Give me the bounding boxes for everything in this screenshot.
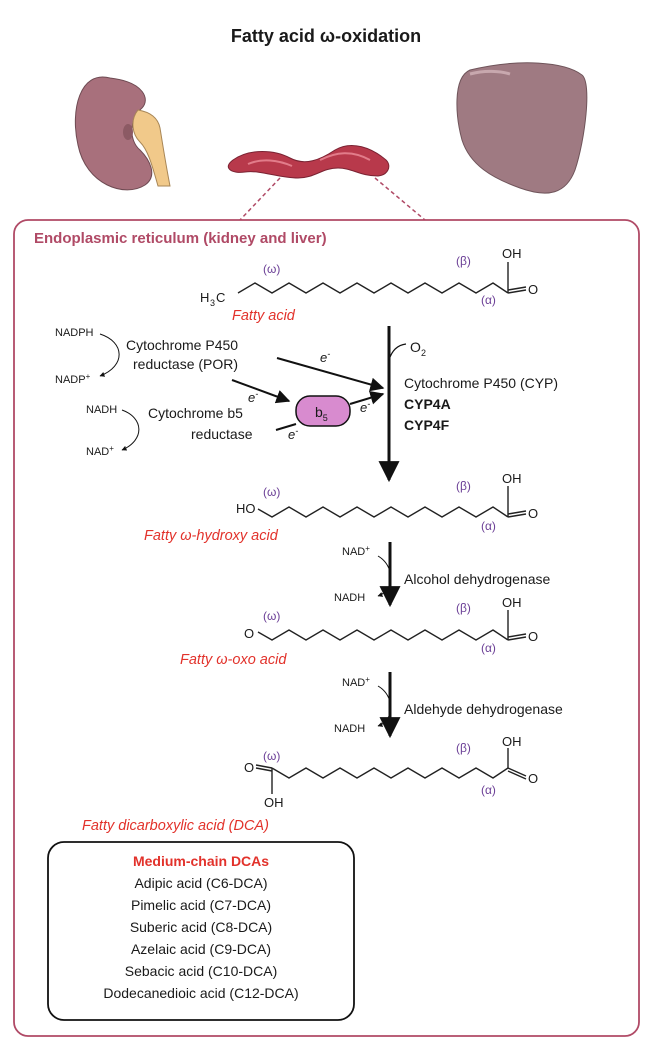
dca-o-left: O	[244, 760, 254, 775]
o-label: O	[528, 629, 538, 644]
dca-structure: O OH OH O (ω) (β) (α)	[244, 734, 538, 810]
beta-label: (β)	[456, 479, 471, 493]
beta-label: (β)	[456, 601, 471, 615]
alpha-label: (α)	[481, 641, 496, 655]
step1-nadh-out: NADH	[334, 592, 365, 604]
o2-o: O	[410, 339, 421, 355]
cytochrome-b5-node	[295, 395, 351, 427]
step2-nad-in: NAD+	[342, 675, 370, 689]
er-connector-right	[374, 177, 426, 221]
b5r-label-line2: reductase	[191, 426, 253, 442]
er-frame	[13, 219, 640, 1037]
medium-chain-title: Medium-chain DCAs	[133, 853, 269, 869]
step2-nadh-out: NADH	[334, 723, 365, 735]
medium-chain-box	[47, 841, 355, 1021]
b5r-label-line1: Cytochrome b5	[148, 405, 243, 421]
cyp4a-label: CYP4A	[404, 396, 451, 412]
electron-label-3: e-	[360, 399, 370, 415]
alcohol-dehydrogenase-label: Alcohol dehydrogenase	[404, 571, 551, 587]
omega-label: (ω)	[263, 262, 280, 276]
alpha-label: (α)	[481, 293, 496, 307]
step1-nad-in: NAD+	[342, 544, 370, 558]
por-label-line2: reductase (POR)	[133, 356, 238, 372]
h3c-c: C	[216, 290, 225, 305]
compound-name-oxo-acid: Fatty ω-oxo acid	[180, 652, 287, 668]
dca-list-item: Azelaic acid (C9-DCA)	[131, 941, 271, 957]
alpha-label: (α)	[481, 519, 496, 533]
kidney-icon	[74, 76, 171, 191]
nadh-arc	[121, 409, 140, 451]
o2-2: 2	[421, 348, 426, 358]
electron-arrow-b5-cyp	[349, 390, 385, 405]
oh-label: OH	[502, 471, 522, 486]
dca-list-item: Suberic acid (C8-DCA)	[130, 919, 272, 935]
b5-label: b5	[315, 404, 328, 423]
cyp-label: Cytochrome P450 (CYP)	[404, 375, 558, 391]
ho-label: HO	[236, 501, 256, 516]
dca-list-item: Adipic acid (C6-DCA)	[134, 875, 267, 891]
o-label: O	[528, 282, 538, 297]
alpha-label: (α)	[481, 783, 496, 797]
er-label: Endoplasmic reticulum (kidney and liver)	[34, 230, 327, 247]
fatty-acid-structure: H 3 C OH O (ω) (β) (α)	[200, 246, 538, 308]
compound-name-fatty-acid: Fatty acid	[232, 308, 296, 324]
electron-arrow-por-b5	[231, 379, 291, 404]
h3c-h: H	[200, 290, 209, 305]
aldehyde-dehydrogenase-label: Aldehyde dehydrogenase	[404, 701, 563, 717]
step2-cofactor-arc	[377, 685, 392, 727]
page-title: Fatty acid ω-oxidation	[231, 26, 421, 46]
nadph-label: NADPH	[55, 327, 94, 339]
h3c-3: 3	[210, 298, 215, 308]
omega-label: (ω)	[263, 485, 280, 499]
oh-label: OH	[502, 246, 522, 261]
dca-list-item: Dodecanedioic acid (C12-DCA)	[103, 985, 298, 1001]
dca-list-item: Sebacic acid (C10-DCA)	[125, 963, 278, 979]
electron-label-2: e-	[248, 389, 258, 405]
nadp-label: NADP+	[55, 372, 91, 386]
oh-label: OH	[502, 734, 522, 749]
dca-oh-left: OH	[264, 795, 284, 810]
compound-name-dca: Fatty dicarboxylic acid (DCA)	[82, 818, 269, 834]
beta-label: (β)	[456, 254, 471, 268]
electron-line-b5r-b5	[275, 423, 297, 431]
hydroxy-acid-structure: HO OH O (ω) (β) (α)	[236, 471, 538, 533]
aldehyde-o-label: O	[244, 626, 254, 641]
compound-name-hydroxy-acid: Fatty ω-hydroxy acid	[144, 528, 279, 544]
electron-arrow-por-cyp	[276, 357, 385, 392]
omega-label: (ω)	[263, 609, 280, 623]
dca-list-item: Pimelic acid (C7-DCA)	[131, 897, 271, 913]
nadh-label: NADH	[86, 404, 117, 416]
beta-label: (β)	[456, 741, 471, 755]
nadph-arc	[99, 333, 120, 377]
electron-label-4: e-	[288, 426, 298, 442]
liver-icon	[456, 62, 588, 194]
o2-input-arc	[388, 343, 407, 361]
endoplasmic-reticulum-icon	[227, 145, 390, 179]
cyp4f-label: CYP4F	[404, 417, 450, 433]
electron-label-1: e-	[320, 349, 330, 365]
por-label-line1: Cytochrome P450	[126, 337, 238, 353]
oh-label: OH	[502, 595, 522, 610]
er-connector-left	[239, 177, 281, 221]
omega-label: (ω)	[263, 749, 280, 763]
step1-cofactor-arc	[377, 555, 392, 597]
o-label: O	[528, 771, 538, 786]
o-label: O	[528, 506, 538, 521]
nad-label: NAD+	[86, 444, 114, 458]
oxo-acid-structure: O OH O (ω) (β) (α)	[244, 595, 538, 655]
